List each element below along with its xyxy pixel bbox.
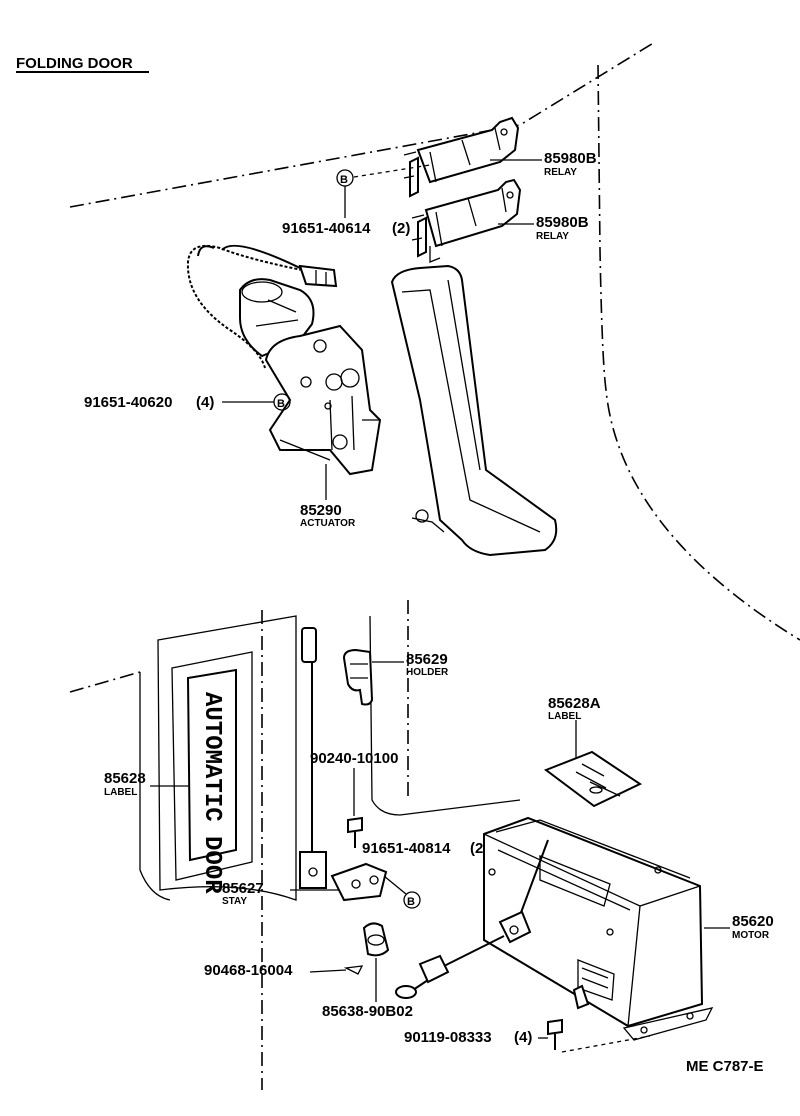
- motor: [483, 816, 714, 1041]
- motor-label: [543, 750, 643, 808]
- motor-bolt: [547, 1018, 563, 1050]
- bushing-number: 85638-90B02: [322, 1003, 413, 1020]
- holder-name: HOLDER: [406, 667, 449, 678]
- relay-1: [403, 116, 520, 198]
- bolt-marker-stay: B: [403, 891, 421, 909]
- bolt-marker-actuator: B: [273, 393, 291, 411]
- actuator: [239, 278, 382, 476]
- screw: [347, 816, 363, 848]
- bolt-actuator-qty: (4): [196, 394, 214, 411]
- door-label-sign-text: AUTOMATIC DOOR: [198, 692, 225, 894]
- bolt-relay-qty: (2): [392, 220, 410, 237]
- motor-name: MOTOR: [732, 930, 770, 941]
- upper-body-panel: [69, 41, 800, 641]
- svg-text:B: B: [340, 174, 348, 186]
- bolt-motor-number: 90119-08333: [404, 1029, 492, 1046]
- bolt-motor-dashline: [561, 1035, 651, 1053]
- svg-text:B: B: [407, 896, 415, 908]
- relay-1-number: 85980B: [544, 150, 597, 167]
- clip-leader: [309, 969, 347, 973]
- svg-text:B: B: [277, 398, 285, 410]
- bolt-stay-leader: [383, 875, 407, 895]
- bushing: [362, 922, 390, 957]
- clip-number: 90468-16004: [204, 962, 293, 979]
- label-a-number: 85628A: [548, 695, 601, 712]
- actuator-name: ACTUATOR: [300, 518, 356, 529]
- bolt-stay-number: 91651-40814: [362, 840, 451, 857]
- label-name: LABEL: [104, 787, 137, 798]
- screw-number: 90240-10100: [310, 750, 398, 767]
- motor-number: 85620: [732, 913, 774, 930]
- bolt-relay-number: 91651-40614: [282, 220, 371, 237]
- holder: [342, 648, 374, 706]
- stay-bracket: [330, 862, 388, 902]
- clip: [343, 965, 364, 975]
- label-number: 85628: [104, 770, 146, 787]
- relay-bolt-dashline: [353, 164, 431, 178]
- door-arm: [390, 264, 558, 557]
- diagram-title: FOLDING DOOR: [16, 55, 133, 72]
- bolt-marker-relay: B: [336, 169, 354, 187]
- motor-linkage: [395, 839, 549, 999]
- relay-2-name: RELAY: [536, 231, 569, 242]
- relay-1-name: RELAY: [544, 167, 577, 178]
- lower-body-panel: [69, 600, 521, 1090]
- label-a-name: LABEL: [548, 711, 581, 722]
- stay-name: STAY: [222, 896, 247, 907]
- drawing-code: ME C787-E: [686, 1058, 764, 1075]
- stay: [299, 627, 327, 889]
- holder-number: 85629: [406, 651, 448, 668]
- stay-number: 85627: [222, 880, 264, 897]
- actuator-wire: [186, 244, 338, 369]
- bolt-actuator-number: 91651-40620: [84, 394, 172, 411]
- bolt-motor-qty: (4): [514, 1029, 532, 1046]
- actuator-number: 85290: [300, 502, 342, 519]
- door-label-sign: AUTOMATIC DOOR: [171, 651, 253, 894]
- relay-2: [411, 178, 522, 263]
- relay-2-number: 85980B: [536, 214, 589, 231]
